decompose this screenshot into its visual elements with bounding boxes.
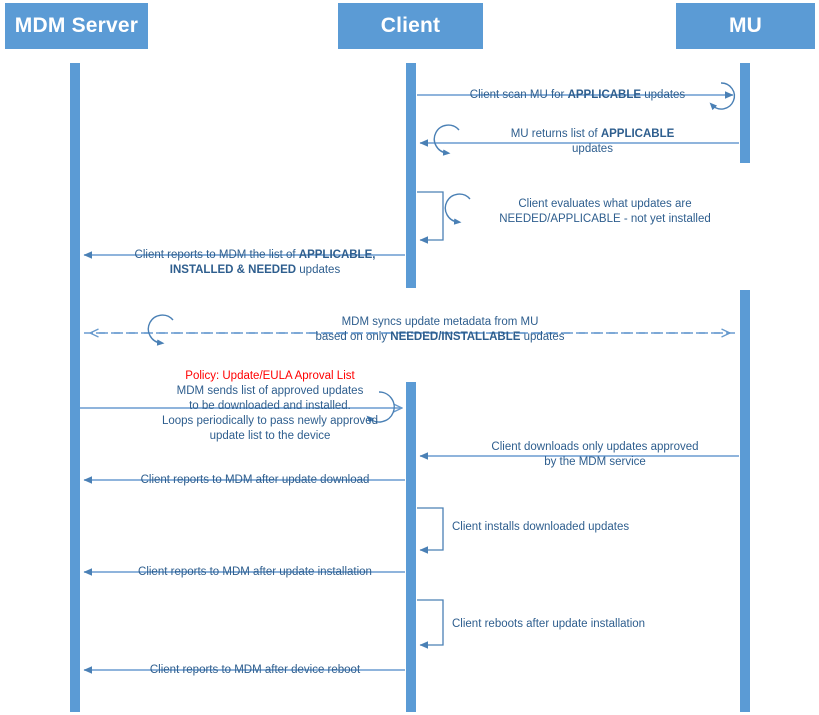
- actor-label-mu: MU: [728, 14, 763, 37]
- lifeline-mu-mid: [740, 290, 750, 460]
- actor-label-client: Client: [380, 14, 441, 37]
- lifeline-client-lower: [406, 382, 416, 712]
- lifeline-mdm-server: [70, 63, 80, 712]
- arrow-m11-client-self: [417, 599, 444, 649]
- loop-icon-m3: [444, 193, 471, 225]
- lifeline-mu-upper: [740, 63, 750, 163]
- message-label-m10: Client reports to MDM after update insta…: [138, 566, 372, 578]
- arrow-m9-client-self: [417, 507, 444, 554]
- message-label-m1: Client scan MU for APPLICABLE updates: [469, 89, 686, 101]
- message-label-m11: Client reboots after update installation: [452, 618, 646, 630]
- actor-box-client[interactable]: Client: [338, 3, 483, 49]
- message-label-m4: Client reports to MDM the list of APPLIC…: [134, 249, 376, 276]
- lifeline-client-upper: [406, 63, 416, 288]
- actor-box-mdm-server[interactable]: MDM Server: [5, 3, 148, 49]
- actor-label-mdm-server: MDM Server: [14, 14, 139, 37]
- lifeline-mu-lower: [740, 460, 750, 712]
- actor-box-mu[interactable]: MU: [676, 3, 815, 49]
- loop-icon-m2: [433, 124, 460, 156]
- message-label-m12: Client reports to MDM after device reboo…: [149, 664, 361, 676]
- arrow-m3-client-self: [417, 191, 471, 244]
- message-label-m9: Client installs downloaded updates: [452, 521, 630, 533]
- loop-icon-m1: [709, 82, 736, 111]
- message-label-m6-policy: Policy: Update/EULA Aproval List: [185, 370, 355, 382]
- loop-icon-m5: [147, 314, 174, 346]
- message-label-m8: Client reports to MDM after update downl…: [140, 474, 370, 486]
